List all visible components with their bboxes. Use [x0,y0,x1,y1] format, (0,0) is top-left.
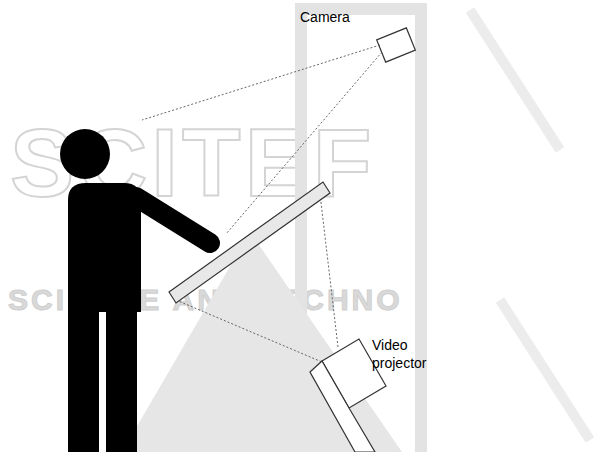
screen-panel [169,182,330,303]
device-label: Camera [300,9,350,27]
sight-lines [142,45,382,362]
device-label: Video projector [372,337,442,372]
camera-symbol [377,28,416,62]
watermark-shapes [122,9,590,452]
